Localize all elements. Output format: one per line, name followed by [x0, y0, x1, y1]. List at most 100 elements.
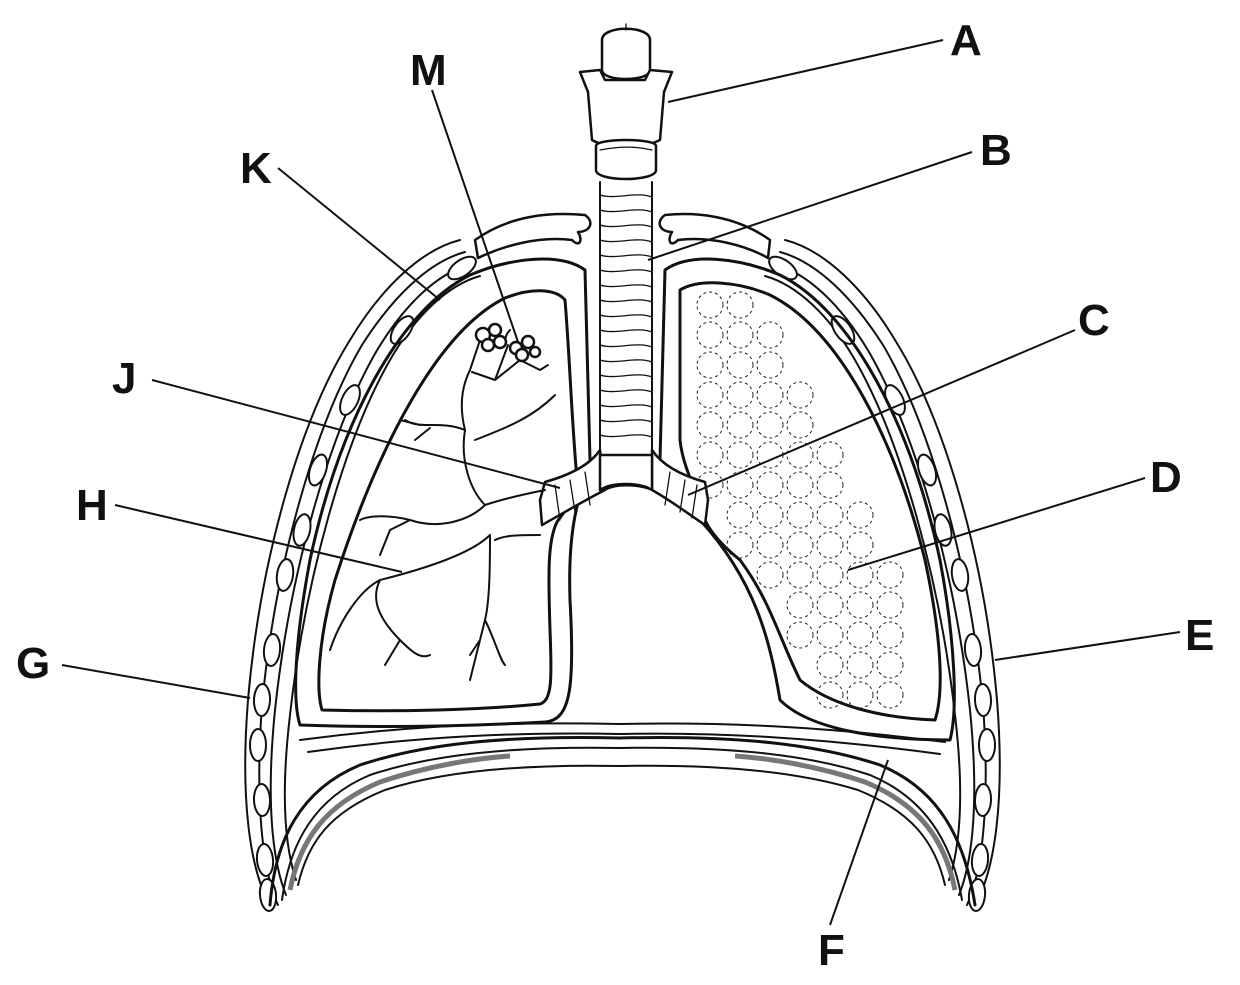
alveolus-cell	[876, 681, 904, 709]
alveolus-cell	[756, 561, 784, 589]
alveolus-cell	[696, 411, 724, 439]
alveolus-cell	[816, 531, 844, 559]
alveolus-cell	[786, 441, 814, 469]
trachea-ring	[599, 269, 653, 273]
rib-segment	[933, 513, 953, 547]
larynx	[578, 23, 674, 181]
trachea-ring	[599, 209, 653, 213]
alveolus-cell	[756, 501, 784, 529]
trachea-ring	[599, 284, 653, 288]
rib-segment	[973, 783, 993, 817]
label-f: F	[818, 926, 845, 975]
alveolus-cell	[876, 591, 904, 619]
label-m: M	[410, 46, 447, 95]
alveolus-cell	[696, 471, 724, 499]
label-g: G	[16, 639, 50, 688]
alveolus-cell	[756, 381, 784, 409]
alveolus-cell	[726, 501, 754, 529]
bronchi	[538, 448, 710, 527]
rib-segment	[950, 558, 970, 592]
label-b: B	[980, 126, 1012, 175]
trachea-ring	[599, 314, 653, 318]
trachea-ring	[599, 239, 653, 243]
alveolus-cell	[846, 681, 874, 709]
alveolus-cell	[846, 621, 874, 649]
rib-segment	[973, 683, 993, 717]
alveolus-cell	[846, 561, 874, 589]
alveolus-cell	[846, 501, 874, 529]
alveolus-cell	[696, 351, 724, 379]
alveolus-cell	[696, 381, 724, 409]
trachea-ring	[599, 404, 653, 408]
alveolus-cell	[786, 381, 814, 409]
leader-lines	[61, 39, 1181, 926]
trachea-ring	[599, 344, 653, 348]
part-labels: A B C D E F G H J K M	[16, 16, 1214, 975]
rib-segment	[275, 558, 295, 592]
trachea-ring	[599, 434, 653, 438]
alveolus-cell	[696, 291, 724, 319]
trachea-ring	[599, 299, 653, 303]
alveolus-cell	[756, 531, 784, 559]
alveolus-cell	[876, 561, 904, 589]
alveolus-cell	[726, 291, 754, 319]
alveolus-cell	[756, 321, 784, 349]
alveolus-cell	[726, 411, 754, 439]
alveolus-cell	[786, 471, 814, 499]
bronchial-tree	[329, 329, 556, 681]
label-j: J	[112, 354, 136, 403]
diaphragm	[268, 722, 977, 907]
alveolus-cell	[816, 561, 844, 589]
rib-segment	[963, 633, 983, 667]
alveolus-cell	[816, 471, 844, 499]
alveolus-cell	[816, 651, 844, 679]
trachea-ring	[599, 359, 653, 363]
rib-segment	[262, 633, 282, 667]
trachea-ring	[599, 254, 653, 258]
alveolus-cell	[756, 411, 784, 439]
alveolus-cell	[696, 321, 724, 349]
alveolus-cell	[726, 321, 754, 349]
alveolus-cell	[876, 621, 904, 649]
rib-segment	[292, 513, 312, 547]
label-k: K	[240, 144, 272, 193]
alveolus-cell	[816, 621, 844, 649]
alveolus-cell	[816, 441, 844, 469]
rib-segment	[255, 843, 275, 877]
right-clavicle	[658, 212, 772, 260]
alveolus-cell	[846, 591, 874, 619]
alveolus-cell	[876, 651, 904, 679]
alveolus-cell	[816, 501, 844, 529]
rib-segment	[249, 728, 267, 762]
alveoli-texture	[696, 291, 904, 709]
alveoli-clusters	[474, 322, 542, 363]
alveolus-cell	[786, 501, 814, 529]
alveolus-cell	[786, 621, 814, 649]
trachea-ring	[599, 329, 653, 333]
left-clavicle	[473, 212, 592, 260]
trachea	[599, 181, 653, 456]
trachea-ring	[599, 419, 653, 423]
rib-segment	[307, 453, 329, 487]
alveolus-cell	[786, 561, 814, 589]
alveolus-cell	[726, 531, 754, 559]
rib-segment	[258, 878, 278, 912]
rib-segment	[970, 843, 990, 877]
label-e: E	[1185, 611, 1214, 660]
alveolus-cell	[786, 411, 814, 439]
rib-segment	[978, 728, 996, 762]
alveolus-cell	[816, 681, 844, 709]
rib-segment	[447, 255, 477, 281]
right-lung	[678, 281, 942, 722]
trachea-ring	[599, 389, 653, 393]
rib-segment	[339, 384, 361, 416]
label-c: C	[1078, 296, 1110, 345]
rib-segment	[389, 315, 415, 345]
alveolus-cell	[696, 441, 724, 469]
alveolus-cell	[726, 381, 754, 409]
rib-segment	[252, 683, 272, 717]
ribs	[249, 255, 996, 912]
pleural-outline-right	[658, 257, 956, 742]
label-h: H	[76, 481, 108, 530]
alveolus-cell	[726, 441, 754, 469]
